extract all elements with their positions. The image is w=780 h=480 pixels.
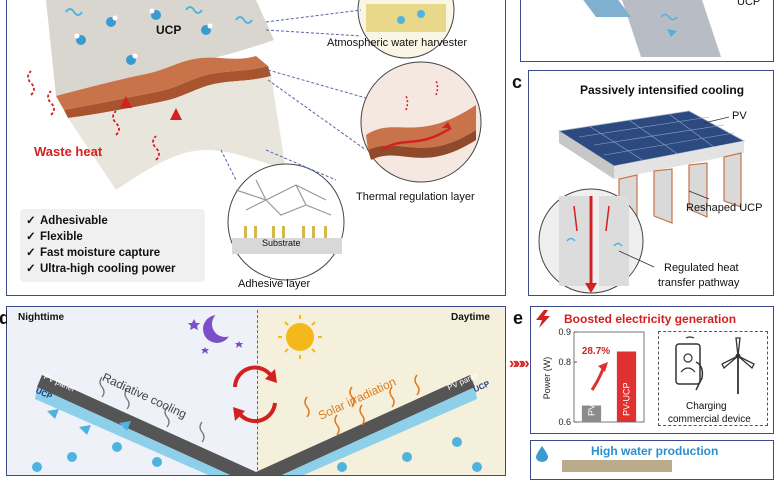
charging-line2: commercial device	[668, 414, 751, 425]
chart-bar-pv	[581, 405, 602, 422]
water-molecules-a	[74, 8, 213, 65]
moisture-arrows	[47, 409, 131, 435]
panel-d-letter: d	[0, 308, 10, 328]
connector-arrows: »»»	[509, 355, 530, 372]
left-pv-arm	[35, 375, 263, 475]
panel-e-title: Boosted electricity generation	[564, 312, 737, 326]
chart-y-tick: 0.9	[558, 327, 571, 337]
panel-e-letter: e	[513, 308, 524, 328]
panel-b-frame	[520, 0, 774, 62]
radiative-squiggles	[99, 376, 205, 443]
star-icons	[188, 319, 243, 354]
charging-device-box	[658, 331, 768, 426]
waste-heat-label: Waste heat	[34, 144, 103, 159]
day-night-divider	[257, 310, 258, 470]
water-molecules-d	[32, 437, 482, 472]
feature-item: ✓ Ultra-high cooling power	[20, 261, 205, 277]
chart-y-tick: 0.6	[558, 417, 571, 427]
chart-y-axis-label: Power (W)	[542, 357, 552, 400]
solar-squiggles	[304, 374, 420, 436]
panel-c-frame	[528, 70, 774, 296]
panel-c-illustration	[538, 110, 746, 294]
panel-b-illustration	[583, 0, 721, 57]
adhesive-layer-label: Adhesive layer	[238, 278, 311, 290]
feature-item: ✓ Fast moisture capture	[20, 245, 205, 261]
power-bar-chart: 0.6 0.8 0.9 PV PV-UCP Power (W) 28.7%	[542, 327, 645, 427]
phone-icon	[675, 336, 704, 391]
reshaped-ucp-label: Reshaped UCP	[686, 202, 763, 214]
thermal-layer-shade	[64, 66, 271, 118]
wind-turbine-icon	[721, 337, 755, 394]
ucp-label: UCP	[156, 23, 182, 37]
panel-d-illustration	[32, 311, 482, 475]
waste-heat-arrows	[120, 96, 182, 120]
water-photo-placeholder	[562, 460, 672, 472]
feature-label: Flexible	[40, 231, 83, 243]
feature-label: Adhesivable	[40, 215, 108, 227]
feature-item: ✓ Adhesivable	[20, 213, 205, 229]
panel-b-ucp-label: UCP	[737, 0, 761, 8]
chart-y-tick: 0.8	[558, 357, 571, 367]
panel-c-letter: c	[512, 72, 523, 92]
pathway-zoom	[538, 188, 644, 294]
chart-bar-label: PV	[587, 404, 597, 416]
pv-label: PV	[732, 110, 747, 122]
regulated-pathway-line2: transfer pathway	[658, 277, 740, 289]
water-drop-icon	[536, 446, 548, 462]
chart-annotation: 28.7%	[582, 346, 610, 357]
atmospheric-harvester-zoom	[357, 0, 455, 59]
atmospheric-harvester-label: Atmospheric water harvester	[327, 37, 467, 49]
panel-e-frame	[530, 306, 774, 434]
lightning-icon	[536, 310, 550, 328]
daytime-label: Daytime	[451, 312, 490, 323]
thermal-layer-wave	[56, 56, 268, 110]
moon-icon	[203, 311, 238, 343]
thermal-regulation-zoom	[360, 61, 482, 183]
panel-a-frame	[6, 0, 506, 296]
nighttime-label: Nighttime	[18, 312, 65, 323]
ucp-sheet	[46, 0, 274, 96]
chart-bar-pv-ucp	[616, 351, 637, 422]
regulated-pathway-line1: Regulated heat	[664, 262, 739, 274]
charging-line1: Charging	[686, 401, 727, 412]
feature-label: Fast moisture capture	[40, 247, 161, 259]
water-vapour-squiggles	[65, 6, 253, 24]
check-icon: ✓	[26, 215, 36, 227]
check-icon: ✓	[26, 231, 36, 243]
water-production-title: High water production	[591, 444, 719, 458]
panel-c-title: Passively intensified cooling	[580, 83, 745, 97]
cycle-arrows-icon	[233, 365, 277, 424]
sun-icon	[278, 315, 322, 359]
feature-item: ✓ Flexible	[20, 229, 205, 245]
adhesive-layer-zoom	[227, 163, 345, 281]
panel-a-illustration	[27, 0, 482, 281]
substrate-label: Substrate	[262, 238, 301, 248]
thermal-regulation-label: Thermal regulation layer	[356, 191, 475, 203]
features-box: ✓ Adhesivable ✓ Flexible ✓ Fast moisture ca…	[20, 209, 205, 282]
adhesive-layer-sheet	[68, 76, 286, 190]
check-icon: ✓	[26, 247, 36, 259]
check-icon: ✓	[26, 263, 36, 275]
chart-bar-label: PV-UCP	[622, 382, 632, 416]
feature-label: Ultra-high cooling power	[40, 263, 176, 275]
